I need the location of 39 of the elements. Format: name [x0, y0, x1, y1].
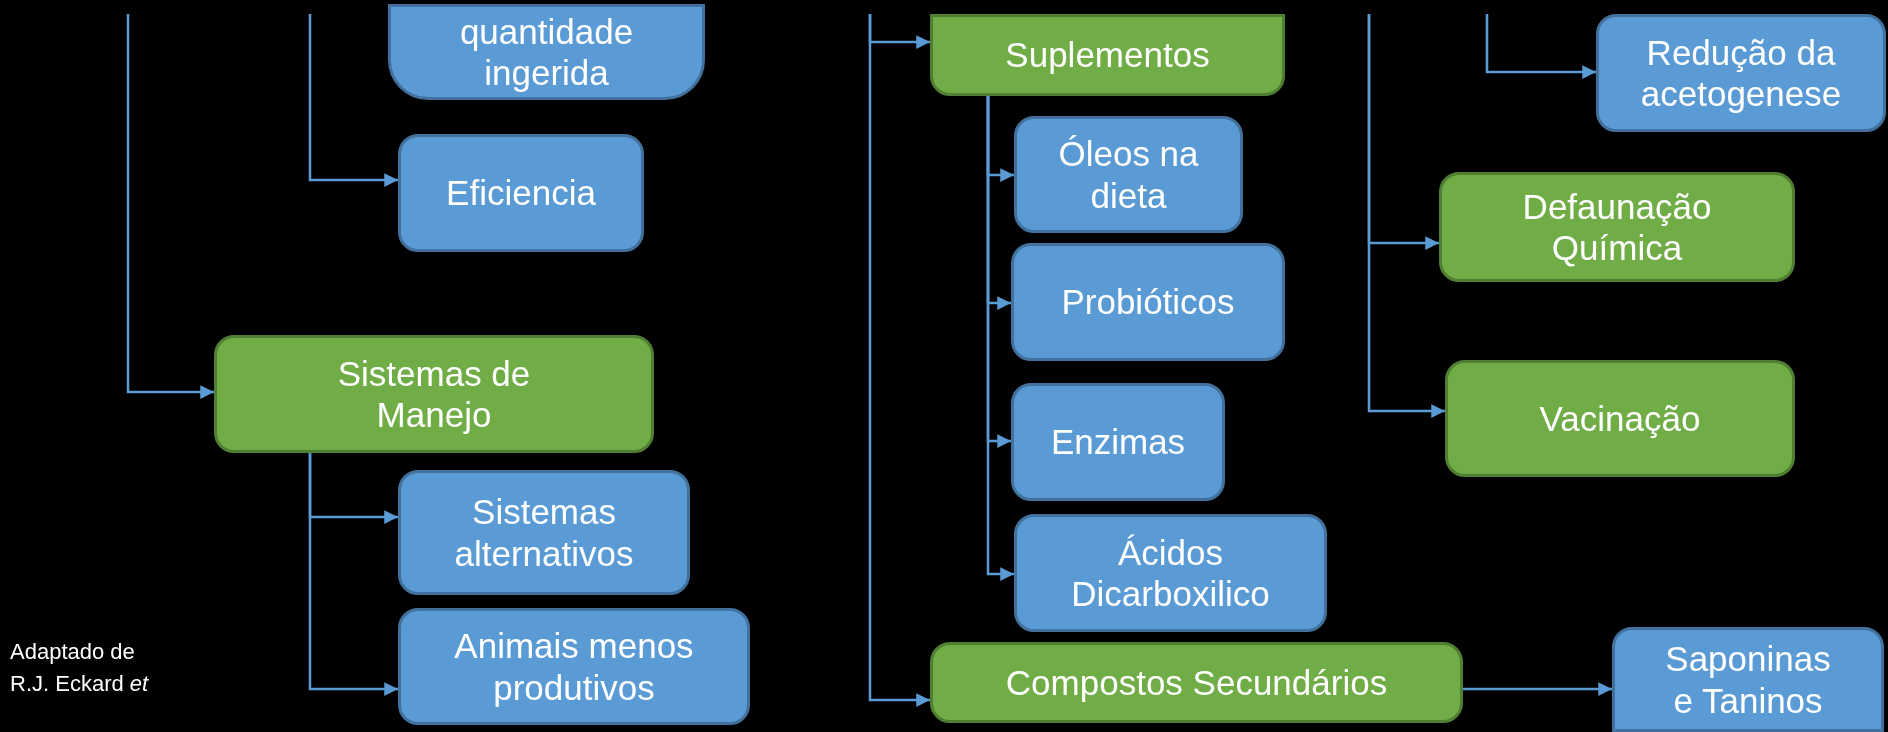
arrow [308, 14, 398, 187]
box-label: Vacinação [1539, 397, 1701, 440]
process-box [1612, 627, 1884, 732]
process-box [1596, 14, 1886, 132]
box-label: Óleos na dieta [1057, 133, 1200, 216]
process-box [1014, 514, 1327, 632]
box-label: Eficiencia [446, 172, 596, 214]
process-box [1439, 172, 1795, 282]
arrow [308, 453, 398, 696]
box-label: Animais menos produtivos [453, 625, 695, 708]
box-label: quantidade ingerida [458, 10, 635, 94]
source-note: Adaptado de R.J. Eckard et [10, 638, 150, 698]
process-box [398, 470, 690, 595]
process-box [1011, 383, 1225, 501]
arrow [986, 96, 1014, 581]
box-label: Enzimas [1050, 421, 1186, 463]
box-label: Compostos Secundários [1005, 661, 1388, 704]
process-box [1445, 360, 1795, 477]
process-box [930, 642, 1463, 723]
box-label: Saponinas e Taninos [1664, 638, 1832, 721]
process-box [388, 4, 705, 100]
process-box [930, 14, 1285, 96]
box-label: Probióticos [1061, 281, 1235, 323]
arrow [126, 14, 214, 399]
process-box [1011, 243, 1285, 361]
box-label: Ácidos Dicarboxilico [1070, 531, 1271, 615]
box-label: Redução da acetogenese [1639, 31, 1843, 115]
box-label: Sistemas de Manejo [336, 352, 532, 436]
box-label: Sistemas alternativos [453, 491, 635, 574]
arrow [1463, 682, 1612, 696]
process-box [398, 134, 644, 252]
box-label: Suplementos [1005, 34, 1210, 76]
arrow [868, 14, 930, 707]
arrow [1367, 14, 1445, 418]
process-box [1014, 116, 1243, 233]
box-label: Defaunação Química [1521, 185, 1713, 269]
arrow [1485, 14, 1596, 79]
process-box [398, 608, 750, 725]
process-box [214, 335, 654, 453]
